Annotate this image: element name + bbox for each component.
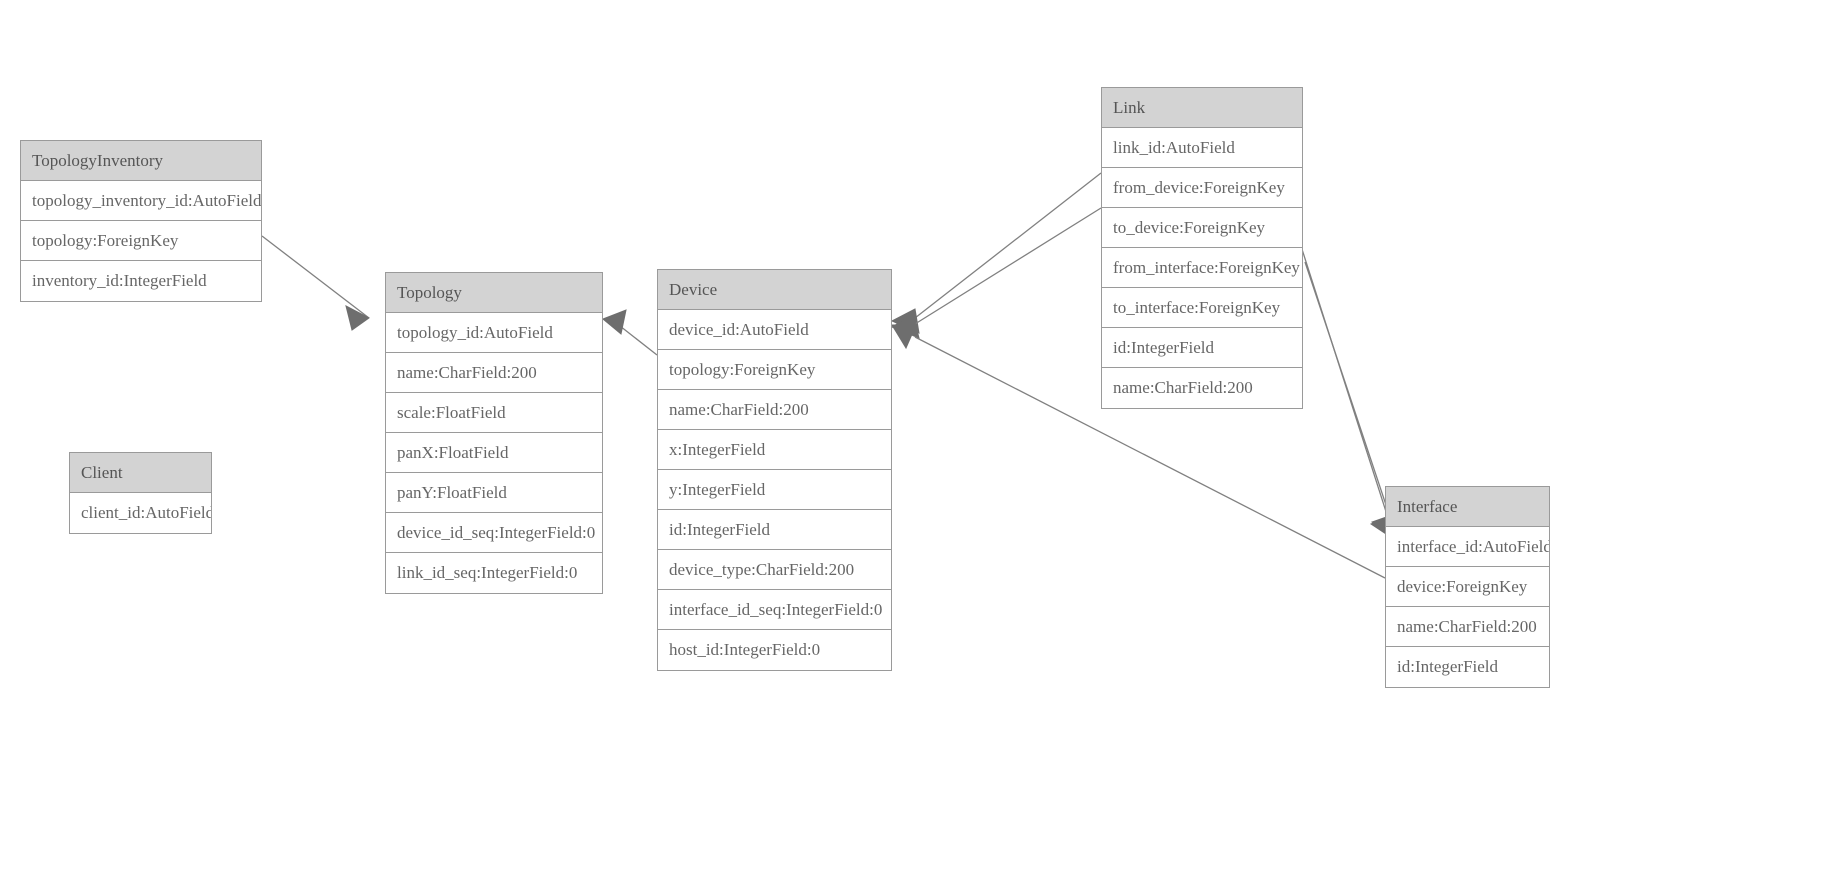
relationship-line <box>914 172 1102 319</box>
entity-title: Device <box>658 270 891 310</box>
entity-title: Link <box>1102 88 1302 128</box>
relationship-arrowhead <box>890 308 920 334</box>
relationship-line <box>1299 242 1390 522</box>
relationship-link-from-interface <box>1299 242 1395 539</box>
relationship-line <box>1304 261 1393 524</box>
entity-title: TopologyInventory <box>21 141 261 181</box>
entity-field: topology:ForeignKey <box>21 221 261 261</box>
entity-field: host_id:IntegerField:0 <box>658 630 891 670</box>
entity-field: link_id:AutoField <box>1102 128 1302 168</box>
entity-title: Interface <box>1386 487 1549 527</box>
entity-field: id:IntegerField <box>658 510 891 550</box>
relationship-link-from-device <box>890 172 1102 334</box>
entity-title: Client <box>70 453 211 493</box>
relationship-topologyinventory-topology <box>261 235 370 331</box>
entity-field: topology:ForeignKey <box>658 350 891 390</box>
relationship-line <box>914 207 1102 325</box>
entity-field: id:IntegerField <box>1386 647 1549 687</box>
entity-field: client_id:AutoField <box>70 493 211 533</box>
relationship-arrowhead <box>890 313 920 339</box>
entity-field: topology_id:AutoField <box>386 313 602 353</box>
entity-field: interface_id_seq:IntegerField:0 <box>658 590 891 630</box>
entity-field: name:CharField:200 <box>1386 607 1549 647</box>
entity-field: inventory_id:IntegerField <box>21 261 261 301</box>
entity-field: id:IntegerField <box>1102 328 1302 368</box>
entity-field: device:ForeignKey <box>1386 567 1549 607</box>
entity-field: name:CharField:200 <box>386 353 602 393</box>
entity-field: name:CharField:200 <box>658 390 891 430</box>
entity-field: y:IntegerField <box>658 470 891 510</box>
entity-field: device_type:CharField:200 <box>658 550 891 590</box>
entity-field: topology_inventory_id:AutoField <box>21 181 261 221</box>
relationship-arrowhead <box>891 324 917 350</box>
entity-field: device_id:AutoField <box>658 310 891 350</box>
entity-field: scale:FloatField <box>386 393 602 433</box>
entity-field: device_id_seq:IntegerField:0 <box>386 513 602 553</box>
entity-field: panY:FloatField <box>386 473 602 513</box>
entity-field: from_interface:ForeignKey <box>1102 248 1302 288</box>
entity-field: interface_id:AutoField <box>1386 527 1549 567</box>
relationship-line <box>261 235 370 319</box>
relationship-device-topology <box>602 309 658 356</box>
entity-field: link_id_seq:IntegerField:0 <box>386 553 602 593</box>
entity-field: to_interface:ForeignKey <box>1102 288 1302 328</box>
relationship-link-to-interface <box>1304 261 1396 539</box>
relationship-arrowhead <box>602 309 627 335</box>
entity-field: name:CharField:200 <box>1102 368 1302 408</box>
entity-title: Topology <box>386 273 602 313</box>
entity-field: panX:FloatField <box>386 433 602 473</box>
relationship-link-to-device <box>890 207 1102 339</box>
entity-field: to_device:ForeignKey <box>1102 208 1302 248</box>
relationship-line <box>619 325 658 356</box>
entity-field: x:IntegerField <box>658 430 891 470</box>
entity-field: from_device:ForeignKey <box>1102 168 1302 208</box>
relationship-arrowhead <box>345 305 370 331</box>
